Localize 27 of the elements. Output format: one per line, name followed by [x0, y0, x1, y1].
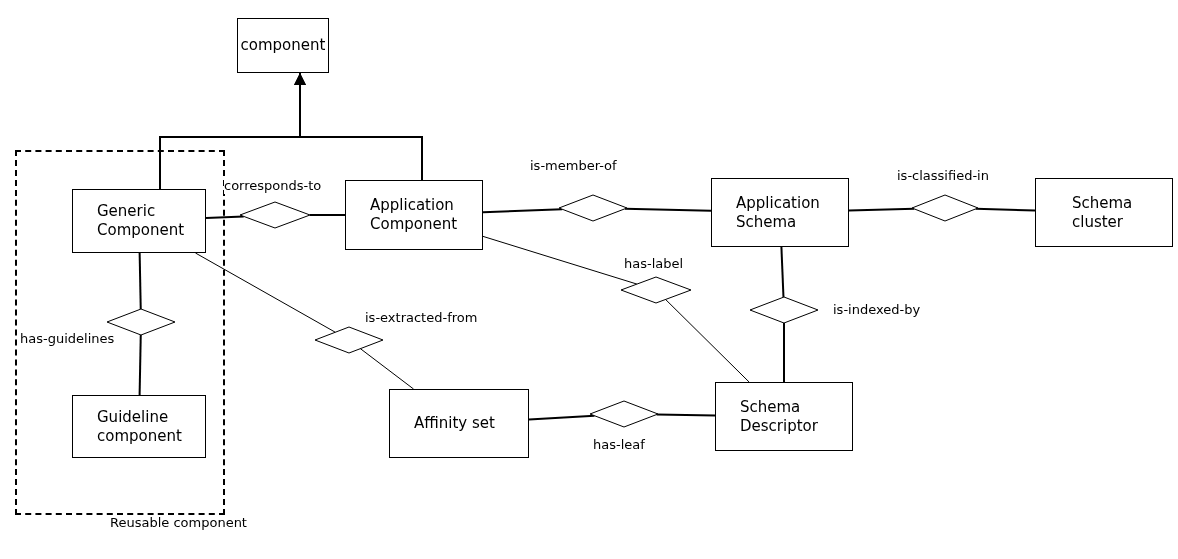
entity-box: Schema cluster — [1035, 178, 1173, 247]
connector-line — [624, 207, 712, 212]
connector-line — [194, 252, 336, 333]
entity-box: Application Schema — [711, 178, 849, 247]
entity-box: component — [237, 18, 329, 73]
relationship-label: corresponds-to — [224, 178, 322, 194]
connector-line — [655, 413, 716, 417]
entity-box: Guideline component — [72, 395, 206, 458]
connector-line — [482, 208, 564, 214]
connector-line — [783, 322, 785, 383]
connector-line — [309, 214, 346, 216]
entity-box: Affinity set — [389, 389, 529, 458]
relationship-label: has-guidelines — [20, 331, 115, 347]
connector-line — [780, 246, 785, 299]
connector-line — [205, 215, 245, 220]
entity-box: Application Component — [345, 180, 483, 250]
connector-line — [665, 298, 750, 383]
connector-line — [482, 235, 638, 285]
connector-line — [359, 348, 415, 390]
connector-line — [138, 333, 142, 396]
connector-line — [528, 414, 596, 421]
group-label: Reusable component — [110, 514, 247, 532]
entity-box: Generic Component — [72, 189, 206, 253]
entity-box: Schema Descriptor — [715, 382, 853, 451]
generalization-arrow — [294, 72, 423, 181]
relationship-label: is-indexed-by — [833, 302, 921, 318]
connector-line — [138, 252, 142, 311]
